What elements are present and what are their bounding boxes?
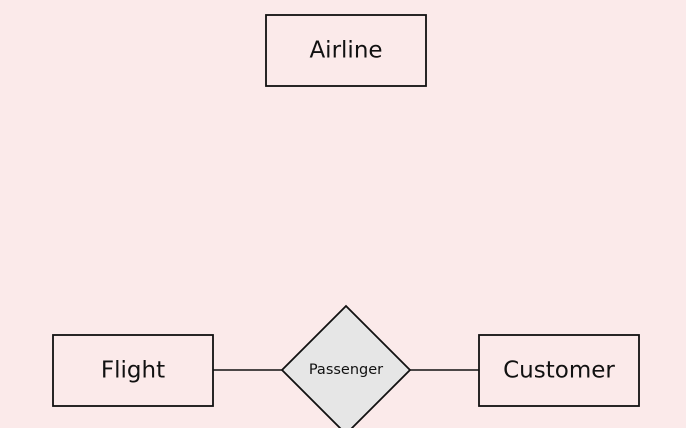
entity-flight[interactable]: Flight [52,334,214,407]
relationship-passenger-diamond [280,304,412,428]
relationship-passenger[interactable]: Passenger [280,304,412,428]
entity-flight-box [52,334,214,407]
entity-airline[interactable]: Airline [265,14,427,87]
entity-flight-label: Flight [101,358,165,384]
entity-airline-label: Airline [309,38,382,64]
entity-customer-label: Customer [503,358,615,384]
entity-customer-box [478,334,640,407]
entity-customer[interactable]: Customer [478,334,640,407]
entity-airline-box [265,14,427,87]
relationship-passenger-label: Passenger [309,362,383,378]
